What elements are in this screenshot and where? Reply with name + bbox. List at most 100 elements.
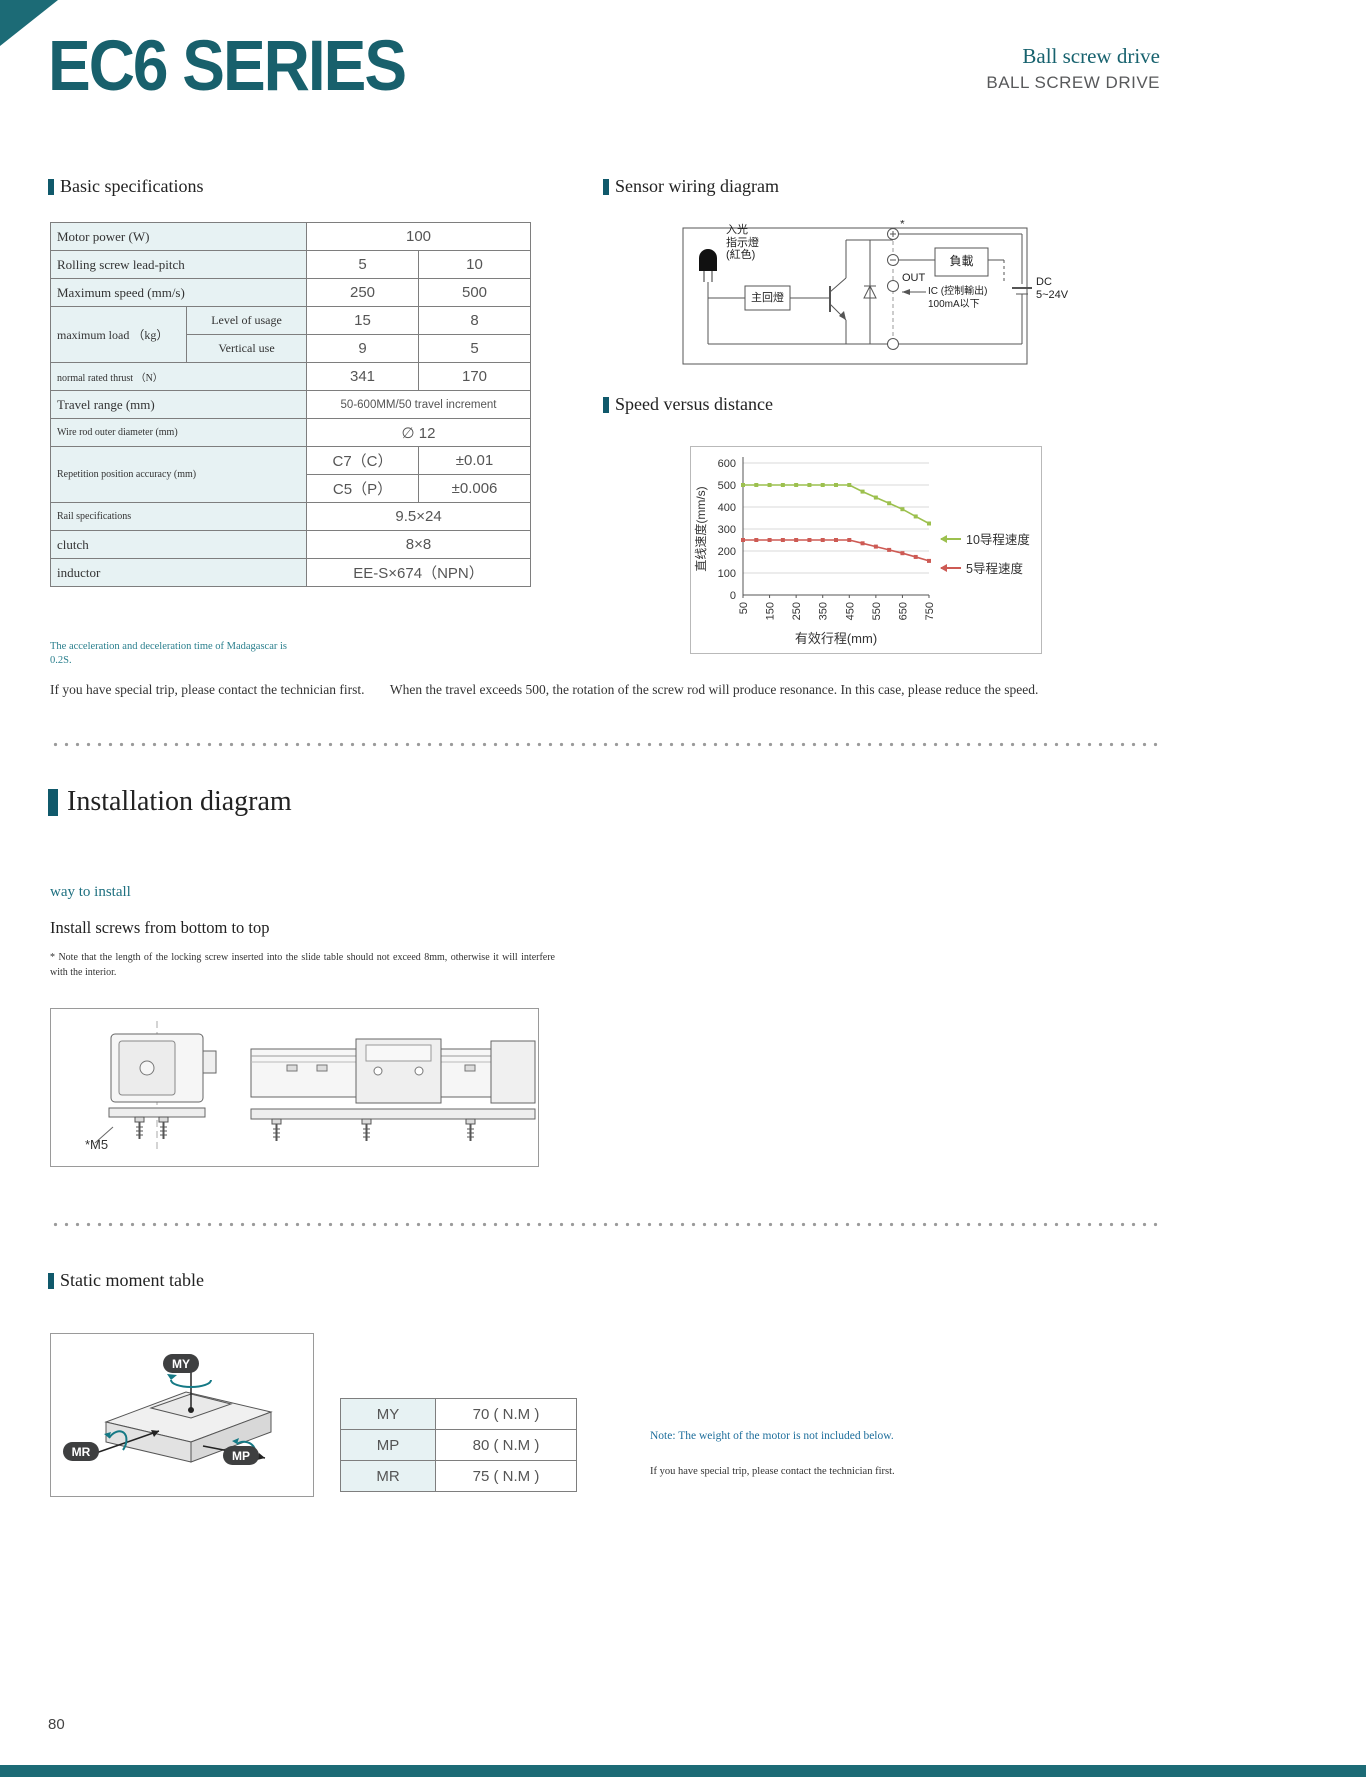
cell-value: 500 (418, 278, 532, 307)
cell-value: 170 (418, 362, 532, 391)
section-installation: Installation diagram (48, 786, 292, 818)
installation-drawing-graphic (94, 1021, 536, 1151)
cell-value: 5 (418, 334, 532, 363)
legend-marker-5 (940, 563, 961, 572)
special-trip-note: If you have special trip, please contact… (50, 682, 365, 697)
row-label: inductor (49, 558, 308, 587)
section-title: Sensor wiring diagram (615, 176, 779, 196)
moment-value: 80 ( N.M ) (435, 1429, 577, 1461)
cell-value: 250 (306, 278, 420, 307)
row-label: Travel range (mm) (49, 390, 308, 419)
moment-value: 70 ( N.M ) (435, 1398, 577, 1430)
mr-badge: MR (63, 1442, 99, 1461)
main-circuit-label: 主回燈 (751, 291, 784, 304)
section-marker (603, 396, 609, 413)
motor-weight-note: Note: The weight of the motor is not inc… (650, 1430, 894, 1442)
cell-value: 100 (306, 222, 532, 251)
svg-text:*: * (900, 220, 905, 231)
table-row: Rail specifications 9.5×24 (49, 502, 532, 531)
technician-note: If you have special trip, please contact… (650, 1466, 895, 1477)
cell-value: 8 (418, 306, 532, 335)
row-label: normal rated thrust （N） (49, 362, 308, 391)
section-marker (48, 1272, 54, 1289)
row-label: Wire rod outer diameter (mm) (49, 418, 308, 447)
cell-value: EE-S×674（NPN） (306, 558, 532, 587)
table-row: MP 80 ( N.M ) (340, 1429, 577, 1461)
dc-label-line2: 5~24V (1036, 288, 1069, 301)
section-title: Installation diagram (67, 786, 292, 817)
section-title: Static moment table (60, 1270, 204, 1290)
row-sublabel: Vertical use (185, 334, 308, 363)
cell-value: ±0.01 (418, 446, 532, 475)
acceleration-note: The acceleration and deceleration time o… (50, 641, 288, 667)
legend-label: 5导程速度 (966, 562, 1023, 576)
out-label: OUT (902, 272, 926, 284)
led-label-line1: 入光 (726, 224, 748, 236)
row-sublabel: Level of usage (185, 306, 308, 335)
row-label: Maximum speed (mm/s) (49, 278, 308, 307)
dc-label-line1: DC (1036, 276, 1052, 288)
page-number: 80 (48, 1716, 65, 1733)
svg-text:550: 550 (871, 602, 883, 620)
section-marker (48, 788, 58, 816)
wiring-circuit-graphic: * (682, 217, 1032, 365)
table-row: MY 70 ( N.M ) (340, 1398, 577, 1430)
moment-label: MR (340, 1460, 436, 1492)
static-moment-table: MY 70 ( N.M ) MP 80 ( N.M ) MR 75 ( N.M … (340, 1398, 577, 1492)
load-label: 負載 (949, 254, 974, 269)
resonance-note: When the travel exceeds 500, the rotatio… (389, 682, 1039, 697)
svg-text:100: 100 (718, 568, 736, 580)
svg-text:0: 0 (730, 590, 736, 602)
table-row: Rolling screw lead-pitch 5 10 (49, 250, 532, 279)
way-to-install-label: way to install (50, 884, 131, 900)
row-label: Repetition position accuracy (mm) (49, 446, 308, 503)
installation-drawing: *M5 (50, 1008, 539, 1167)
svg-text:500: 500 (718, 480, 736, 492)
legend-marker-10 (940, 534, 961, 543)
table-row: Maximum speed (mm/s) 250 500 (49, 278, 532, 307)
moment-label: MP (340, 1429, 436, 1461)
svg-text:直线速度(mm/s): 直线速度(mm/s) (693, 486, 708, 571)
section-marker (48, 178, 54, 195)
footnote-row: If you have special trip, please contact… (50, 682, 1162, 698)
header-right: Ball screw drive BALL SCREW DRIVE (860, 44, 1160, 93)
static-moment-diagram: MY MR MP (50, 1333, 314, 1497)
section-marker (603, 178, 609, 195)
row-label: clutch (49, 530, 308, 559)
svg-text:450: 450 (844, 602, 856, 620)
svg-text:50: 50 (738, 602, 750, 614)
section-basic-specifications: Basic specifications (48, 176, 203, 197)
cell-value: 5 (306, 250, 420, 279)
m5-screw-label: *M5 (85, 1137, 109, 1152)
table-row: inductor EE-S×674（NPN） (49, 558, 532, 587)
cell-value: 15 (306, 306, 420, 335)
row-label: Rail specifications (49, 502, 308, 531)
table-row: MR 75 ( N.M ) (340, 1460, 577, 1492)
header-subtitle-caps: BALL SCREW DRIVE (986, 73, 1160, 92)
section-title: Speed versus distance (615, 394, 773, 414)
moment-value: 75 ( N.M ) (435, 1460, 577, 1492)
cell-value: 9 (306, 334, 420, 363)
corner-triangle-decoration (0, 0, 58, 46)
led-label: 入光 指示燈 (紅色) (726, 224, 759, 262)
basic-specifications-table: Motor power (W) 100 Rolling screw lead-p… (49, 222, 532, 587)
bottom-bar-decoration (0, 1765, 1366, 1777)
svg-text:600: 600 (718, 458, 736, 470)
cell-value: ∅ 12 (306, 418, 532, 447)
moment-axes-graphic (92, 1362, 273, 1463)
table-row: C5（P） ±0.006 (51, 474, 532, 503)
install-note: * Note that the length of the locking sc… (50, 952, 555, 978)
cell-value: ±0.006 (418, 474, 532, 503)
legend-item: 5导程速度 (940, 558, 1030, 577)
svg-text:750: 750 (924, 602, 936, 620)
ic-label: IC (控制輸出) (928, 286, 988, 297)
cell-value: C5（P） (306, 474, 420, 503)
svg-text:200: 200 (718, 546, 736, 558)
mp-badge: MP (223, 1446, 259, 1465)
table-row: Repetition position accuracy (mm) C7（C） … (49, 446, 532, 503)
moment-label: MY (340, 1398, 436, 1430)
led-label-line3: (紅色) (726, 249, 756, 262)
